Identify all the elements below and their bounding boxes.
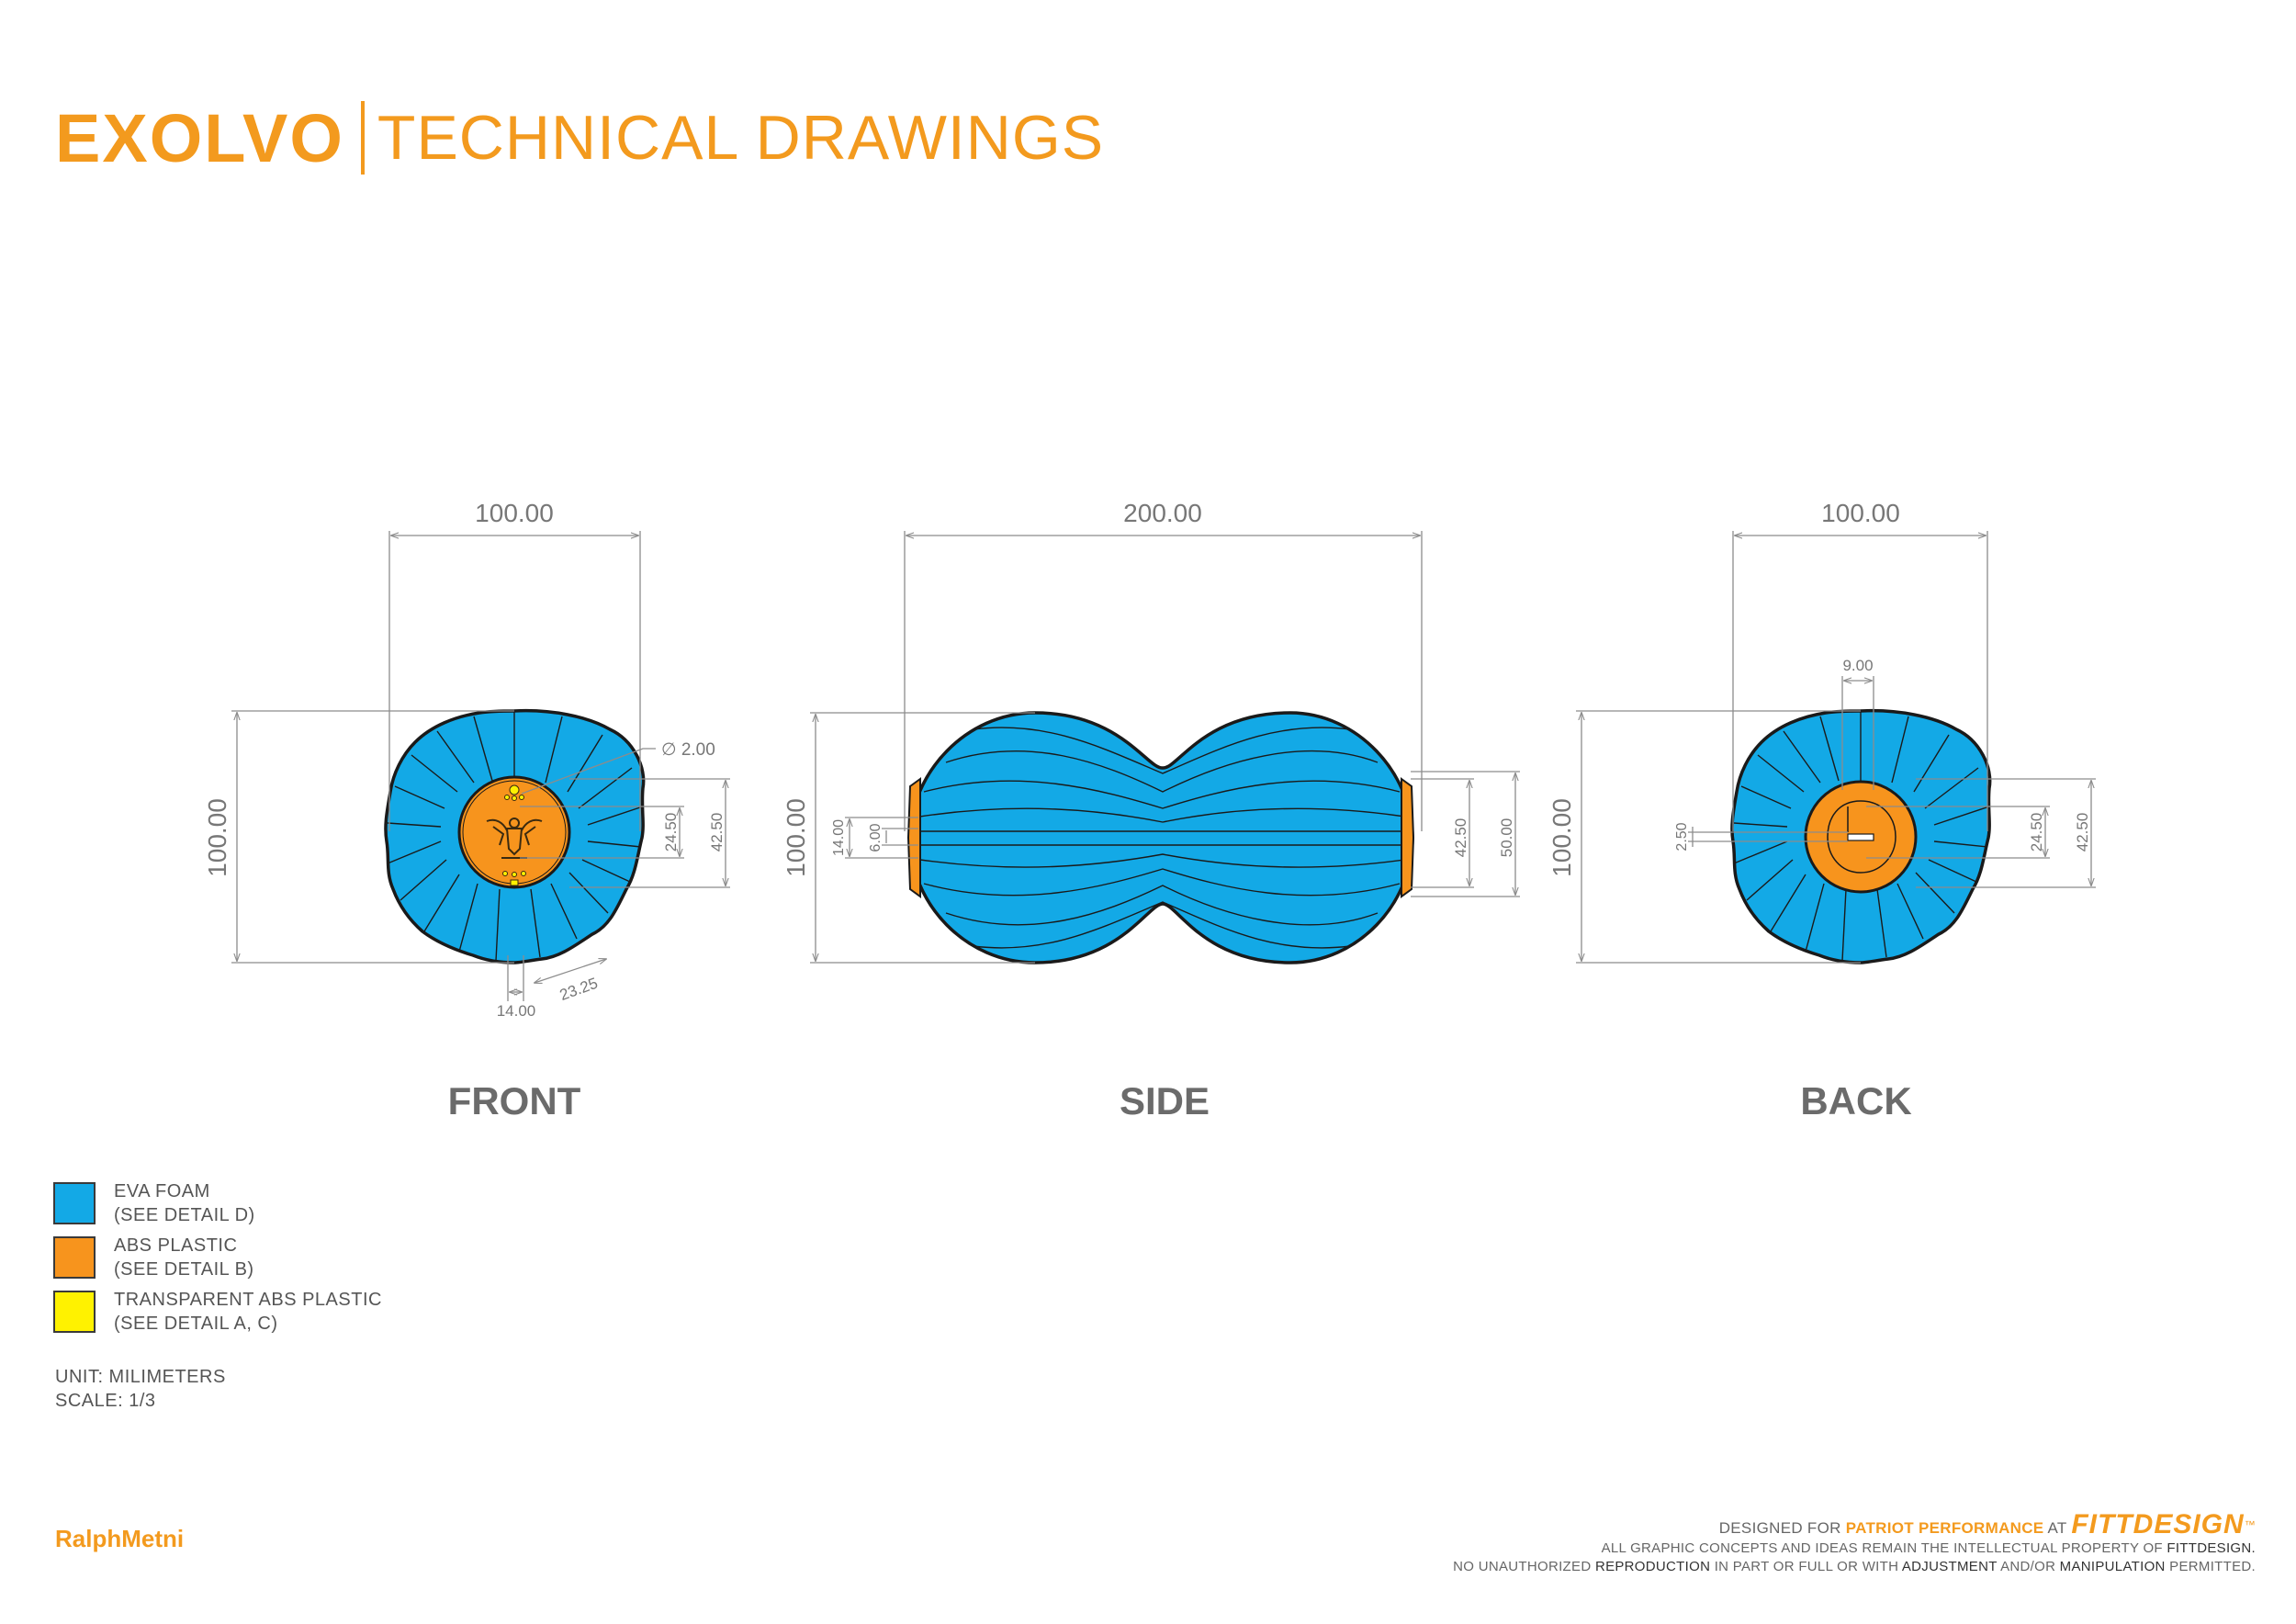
front-bottom-dim-a-label: 14.00 [497, 1002, 536, 1020]
footer-ip-text: ALL GRAPHIC CONCEPTS AND IDEAS REMAIN TH… [1601, 1540, 2163, 1556]
page-header: EXOLVO TECHNICAL DRAWINGS [55, 92, 1104, 184]
scale-label: SCALE: 1/3 [55, 1391, 156, 1411]
side-width-label: 200.00 [1123, 499, 1202, 527]
legend-item-abs-plastic: ABS PLASTIC (SEE DETAIL B) [53, 1235, 254, 1281]
front-outer-dim-label: 42.50 [708, 813, 726, 852]
legend-label: TRANSPARENT ABS PLASTIC [114, 1290, 382, 1310]
side-right-dim-a-label: 42.50 [1452, 818, 1469, 858]
front-height-label: 100.00 [203, 798, 231, 877]
legend-label: ABS PLASTIC [114, 1235, 238, 1256]
front-view-title: FRONT [448, 1079, 581, 1122]
front-hole-diameter-label: ∅ 2.00 [661, 740, 715, 760]
front-transparent-details [502, 784, 526, 886]
side-left-dim-b-label: 6.00 [868, 823, 884, 851]
back-height-label: 100.00 [1548, 798, 1576, 877]
front-foam-ribs [387, 711, 644, 962]
title-divider [360, 101, 365, 175]
footer-line-ip: ALL GRAPHIC CONCEPTS AND IDEAS REMAIN TH… [1453, 1539, 2256, 1558]
footer-emphasis: ADJUSTMENT [1901, 1559, 1998, 1574]
legend-label: EVA FOAM [114, 1181, 210, 1201]
front-inner-dim-label: 24.50 [662, 813, 680, 852]
footer-at: AT [2047, 1519, 2067, 1537]
legend-detail: (SEE DETAIL B) [114, 1259, 254, 1280]
abs-plastic-swatch [53, 1236, 96, 1279]
legend-item-eva-foam: EVA FOAM (SEE DETAIL D) [53, 1181, 255, 1227]
footer-line-reproduction: NO UNAUTHORIZED REPRODUCTION IN PART OR … [1453, 1558, 2256, 1576]
side-view-title: SIDE [1120, 1079, 1210, 1122]
side-foam-contours [913, 727, 1412, 949]
footer-text: IN PART OR FULL OR WITH [1714, 1559, 1899, 1574]
side-height-label: 100.00 [782, 798, 810, 877]
trademark-mark: ™ [2244, 1518, 2256, 1531]
footer-text: NO UNAUTHORIZED [1453, 1559, 1592, 1574]
side-view [810, 531, 1520, 964]
fittdesign-logo: FITTDESIGN [2071, 1509, 2245, 1539]
back-inner-dim-label: 24.50 [2028, 813, 2045, 852]
footer-text: AND/OR [2000, 1559, 2056, 1574]
footer-ip-owner: FITTDESIGN. [2167, 1540, 2256, 1556]
side-foam-body [908, 711, 1414, 964]
side-abs-cap-right [1401, 777, 1415, 898]
side-abs-cap-left [906, 777, 921, 898]
legend-detail: (SEE DETAIL D) [114, 1205, 255, 1225]
footer-designed-for: DESIGNED FOR [1718, 1519, 1841, 1537]
footer-client: PATRIOT PERFORMANCE [1845, 1519, 2044, 1537]
back-slot [1847, 833, 1874, 841]
front-abs-cap [457, 775, 571, 889]
back-width-label: 100.00 [1821, 499, 1900, 527]
footer-emphasis: MANIPULATION [2059, 1559, 2166, 1574]
back-outer-dim-label: 42.50 [2074, 813, 2091, 852]
transparent-abs-swatch [53, 1291, 96, 1333]
footer-credits: DESIGNED FOR PATRIOT PERFORMANCE AT FITT… [1453, 1511, 2256, 1576]
eagle-logo-icon [486, 818, 543, 859]
legend-item-transparent-abs: TRANSPARENT ABS PLASTIC (SEE DETAIL A, C… [53, 1290, 382, 1336]
footer-text: PERMITTED. [2169, 1559, 2256, 1574]
side-left-dim-a-label: 14.00 [831, 819, 847, 856]
back-foam-ribs [1733, 711, 1990, 962]
unit-label: UNIT: MILIMETERS [55, 1367, 226, 1387]
brand-title: EXOLVO [55, 99, 344, 176]
back-slot-dim-label: 2.50 [1674, 822, 1690, 851]
back-view-title: BACK [1800, 1079, 1911, 1122]
footer-line-designed: DESIGNED FOR PATRIOT PERFORMANCE AT FITT… [1453, 1511, 2256, 1539]
legend-detail: (SEE DETAIL A, C) [114, 1314, 278, 1334]
side-right-dim-b-label: 50.00 [1498, 818, 1515, 858]
back-top-dim-label: 9.00 [1842, 657, 1873, 674]
page-subtitle: TECHNICAL DRAWINGS [377, 103, 1105, 173]
front-bottom-dim-b-label: 23.25 [557, 975, 600, 1004]
front-width-label: 100.00 [475, 499, 554, 527]
footer-emphasis: REPRODUCTION [1594, 1559, 1711, 1574]
eva-foam-swatch [53, 1182, 96, 1224]
units-block: UNIT: MILIMETERS SCALE: 1/3 [55, 1365, 226, 1413]
front-view [231, 531, 730, 1001]
author-name: RalphMetni [55, 1525, 185, 1552]
back-view [1576, 531, 2096, 964]
